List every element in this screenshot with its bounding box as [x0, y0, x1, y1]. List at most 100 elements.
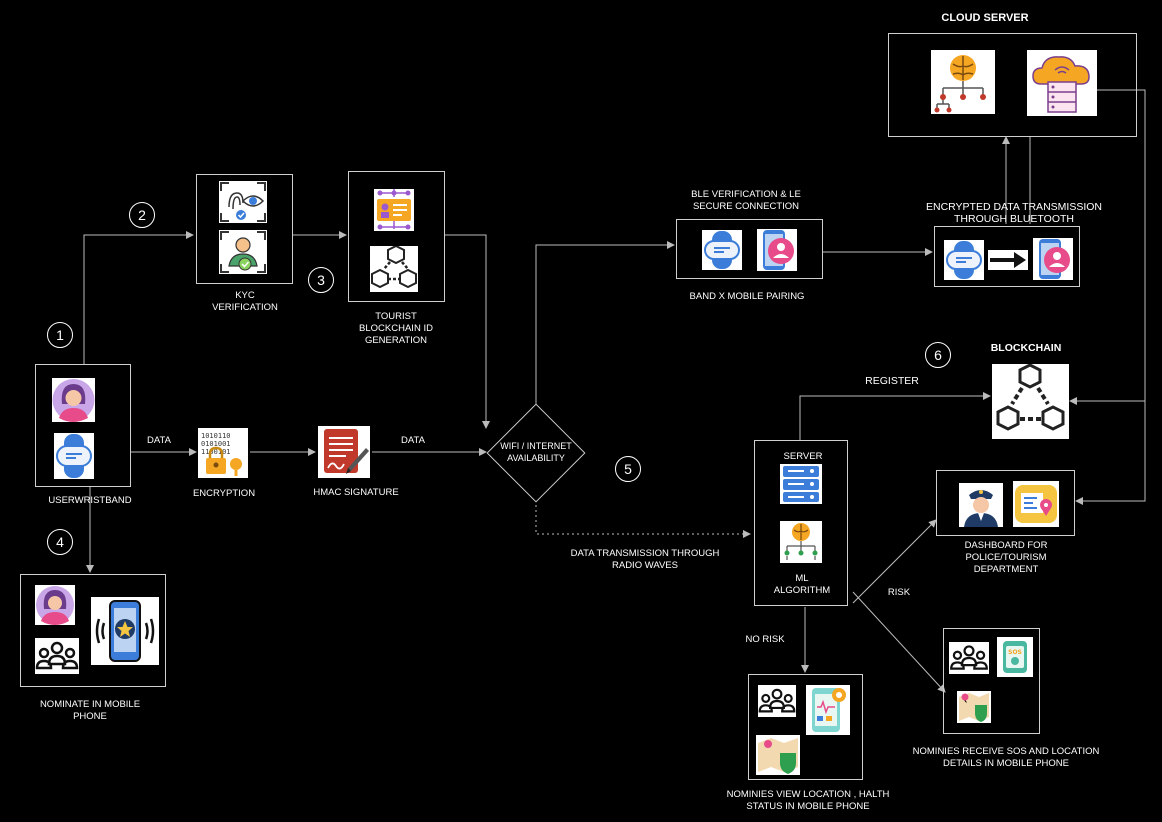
ble-label-line1: BLE VERIFICATION & LE — [691, 189, 801, 200]
flow-line-register — [799, 392, 991, 440]
flow-line-cloud-right — [1075, 89, 1146, 505]
encrypted-bt-label: ENCRYPTED DATA TRANSMISSION THROUGH BLUE… — [922, 201, 1106, 225]
wifi-label-line1: WIFI / INTERNET — [500, 441, 572, 451]
server-rack-icon — [780, 464, 822, 504]
arrow-right-icon — [988, 250, 1028, 270]
ble-label: BLE VERIFICATION & LE SECURE CONNECTION — [672, 189, 820, 213]
kyc-label-line1: KYC — [235, 290, 255, 301]
server-ml-box: SERVER ML ALGORITHM — [754, 440, 848, 606]
woman-avatar-icon — [35, 585, 75, 625]
nominees-sos-label: NOMINIES RECEIVE SOS AND LOCATION DETAIL… — [898, 746, 1114, 770]
tourist-id-label: TOURIST BLOCKCHAIN ID GENERATION — [350, 311, 442, 347]
kyc-label: KYC VERIFICATION — [200, 290, 290, 314]
blockchain-cubes-icon — [370, 244, 418, 292]
encrypted-bt-line2: THROUGH BLUETOOTH — [954, 213, 1074, 225]
group-people-icon — [35, 638, 79, 674]
nominate-label-line1: NOMINATE IN MOBILE — [39, 699, 141, 710]
nominees-view-label: NOMINIES VIEW LOCATION , HALTH STATUS IN… — [704, 789, 912, 813]
encryption-label: ENCRYPTION — [192, 488, 256, 499]
no-risk-label: NO RISK — [745, 634, 785, 645]
location-map-icon — [1013, 481, 1059, 527]
flow-line-radio — [535, 500, 751, 538]
blockchain-cubes-icon — [992, 363, 1069, 439]
step-badge-2: 2 — [129, 202, 155, 228]
tourist-id-line1: TOURIST — [375, 311, 417, 322]
kyc-box — [196, 174, 293, 284]
svg-text:SOS: SOS — [1008, 649, 1022, 656]
svg-text:0101001: 0101001 — [201, 440, 231, 448]
radio-label-line1: DATA TRANSMISSION THROUGH — [570, 548, 720, 559]
group-people-icon — [758, 685, 796, 717]
dashboard-label-line2: POLICE/TOURISM — [965, 552, 1047, 563]
tourist-id-box — [348, 171, 445, 302]
brain-network-icon — [780, 521, 822, 563]
nominate-label-line2: PHONE — [73, 711, 107, 722]
tourist-id-line2: BLOCKCHAIN ID — [359, 323, 433, 334]
flow-line-risk-sos — [852, 591, 946, 693]
location-map-icon — [756, 735, 800, 775]
kyc-label-line2: VERIFICATION — [212, 302, 278, 313]
step-badge-3: 3 — [308, 267, 334, 293]
ml-label-line2: ALGORITHM — [773, 585, 831, 596]
flow-line-wifi-to-ble — [535, 241, 675, 408]
svg-text:1010110: 1010110 — [201, 432, 231, 440]
blockchain-title: BLOCKCHAIN — [990, 342, 1062, 354]
flow-line-id-to-wifi — [445, 234, 490, 429]
dashboard-label-line1: DASHBOARD FOR — [964, 540, 1048, 551]
ble-label-line2: SECURE CONNECTION — [692, 201, 800, 212]
police-officer-icon — [959, 483, 1003, 527]
nominees-sos-line2: DETAILS IN MOBILE PHONE — [943, 758, 1069, 769]
phone-profile-icon — [1033, 238, 1073, 280]
step-badge-1: 1 — [47, 322, 73, 348]
flow-line-risk-dashboard — [852, 519, 937, 604]
group-people-icon — [949, 642, 989, 674]
nominees-sos-box: SOS — [943, 628, 1040, 734]
dashboard-box — [936, 470, 1075, 536]
nominees-sos-line1: NOMINIES RECEIVE SOS AND LOCATION — [912, 746, 1100, 757]
health-phone-icon — [806, 685, 850, 735]
server-label: SERVER — [783, 451, 823, 462]
ml-label-line1: ML — [795, 573, 809, 584]
register-label: REGISTER — [865, 375, 919, 387]
brain-network-icon — [931, 50, 995, 114]
cloud-server-title: CLOUD SERVER — [941, 12, 1029, 24]
nominate-label: NOMINATE IN MOBILE PHONE — [20, 699, 160, 723]
nominees-view-line1: NOMINIES VIEW LOCATION , HALTH — [726, 789, 890, 800]
woman-avatar-icon — [52, 378, 95, 422]
signature-doc-icon — [318, 426, 370, 478]
face-scan-icon — [219, 230, 267, 274]
tourist-id-line3: GENERATION — [364, 335, 428, 346]
nominate-box — [20, 574, 166, 687]
hmac-label: HMAC SIGNATURE — [313, 487, 399, 498]
ble-pairing-box — [676, 219, 823, 279]
flow-line-to-kyc — [83, 231, 194, 364]
bluetooth-box — [934, 226, 1080, 287]
smart-band-icon — [944, 240, 984, 280]
id-card-icon — [374, 189, 414, 231]
band-pairing-label: BAND X MOBILE PAIRING — [689, 291, 805, 302]
cloud-server-icon — [1027, 50, 1097, 116]
step-badge-6: 6 — [925, 342, 951, 368]
data-label-2: DATA — [401, 435, 425, 446]
radio-label: DATA TRANSMISSION THROUGH RADIO WAVES — [556, 548, 734, 572]
smart-band-icon — [54, 433, 94, 479]
wifi-label: WIFI / INTERNET AVAILABILITY — [489, 440, 583, 464]
radio-label-line2: RADIO WAVES — [612, 560, 678, 571]
location-map-icon — [957, 691, 991, 723]
nominees-view-box — [748, 674, 863, 780]
svg-text:1100101: 1100101 — [201, 448, 231, 456]
encrypted-bt-line1: ENCRYPTED DATA TRANSMISSION — [925, 201, 1102, 213]
smart-band-icon — [702, 230, 742, 270]
sos-watch-icon: SOS — [997, 637, 1033, 677]
dashboard-label-line3: DEPARTMENT — [973, 564, 1039, 575]
user-wristband-box — [35, 364, 131, 487]
cloud-server-box — [888, 33, 1137, 137]
dashboard-label: DASHBOARD FOR POLICE/TOURISM DEPARTMENT — [946, 540, 1066, 576]
ml-label: ML ALGORITHM — [765, 573, 839, 597]
phone-star-icon — [91, 597, 159, 665]
binary-lock-icon: 1010110 0101001 1100101 — [198, 428, 248, 478]
phone-profile-icon — [757, 229, 797, 271]
risk-label: RISK — [887, 587, 911, 598]
data-label-1: DATA — [147, 435, 171, 446]
